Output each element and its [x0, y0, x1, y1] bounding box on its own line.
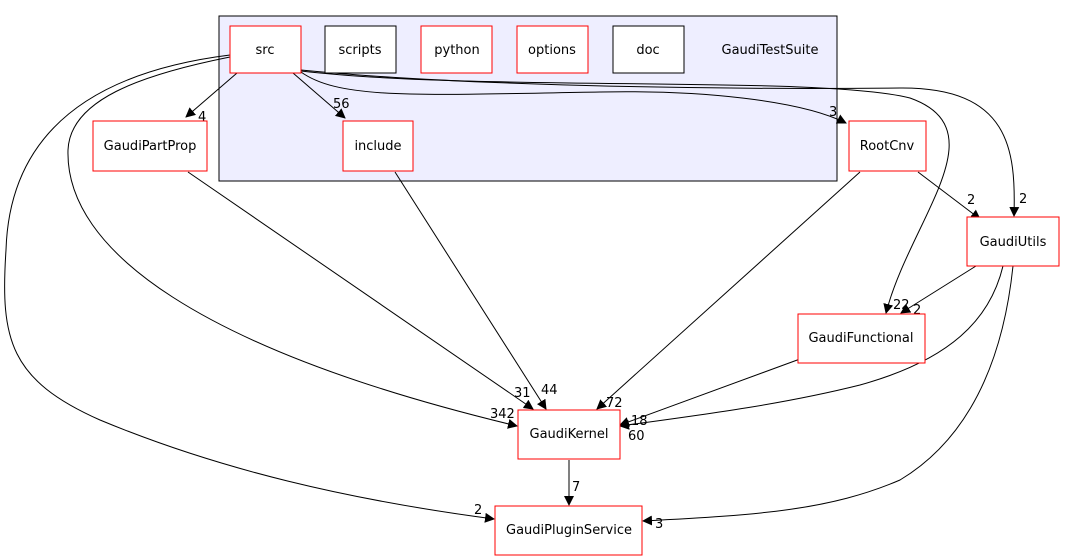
- edge-label-gaudiutils-gaudipluginservice: 3: [655, 517, 663, 532]
- node-gaudikernel[interactable]: GaudiKernel: [517, 409, 621, 460]
- node-python-box: [420, 25, 493, 74]
- node-options[interactable]: options: [516, 25, 589, 74]
- edge-label-src-include: 56: [333, 97, 350, 112]
- node-gaudiutils-label: GaudiUtils: [980, 235, 1047, 250]
- edge-label-gaudipartprop-gaudikernel: 31: [514, 386, 531, 401]
- node-gaudifunctional[interactable]: GaudiFunctional: [797, 313, 926, 364]
- node-include[interactable]: include: [342, 120, 414, 172]
- node-scripts-box: [324, 25, 397, 74]
- node-options-label: options: [528, 43, 576, 58]
- node-python-label: python: [434, 43, 479, 58]
- node-rootcnv-box: [848, 120, 927, 172]
- node-gaudiutils-box: [966, 216, 1060, 267]
- node-src-box: [229, 25, 302, 74]
- edge-label-src-gaudiutils: 2: [1019, 192, 1027, 207]
- edge-label-rootcnv-gaudiutils: 2: [967, 193, 975, 208]
- node-doc-label: doc: [636, 43, 659, 58]
- edge-label-src-gaudipartprop: 4: [198, 110, 206, 125]
- node-options-box: [516, 25, 589, 74]
- node-gaudipluginservice-box: [494, 505, 643, 556]
- node-doc[interactable]: doc: [612, 25, 685, 74]
- edge-label-gaudifunctional-gaudikernel: 18: [631, 414, 648, 429]
- edge-src-gaudipluginservice[interactable]: [4, 54, 495, 523]
- node-src[interactable]: src: [229, 25, 302, 74]
- node-gaudipluginservice-label: GaudiPluginService: [506, 523, 632, 538]
- edge-src-rootcnv[interactable]: [300, 71, 847, 124]
- node-doc-box: [612, 25, 685, 74]
- node-python[interactable]: python: [420, 25, 493, 74]
- edge-label-gaudiutils-gaudifunctional: 2: [913, 303, 921, 318]
- node-rootcnv-label: RootCnv: [860, 139, 915, 154]
- edge-gaudifunctional-gaudikernel[interactable]: [619, 358, 801, 427]
- edge-label-rootcnv-gaudikernel: 72: [606, 396, 623, 411]
- node-src-label: src: [256, 43, 275, 58]
- node-gaudipluginservice[interactable]: GaudiPluginService: [494, 505, 643, 556]
- node-gaudikernel-label: GaudiKernel: [530, 427, 609, 442]
- edge-src-gaudikernel[interactable]: [67, 56, 518, 429]
- edge-gaudiutils-gaudipluginservice[interactable]: [642, 265, 1014, 526]
- edge-label-src-gaudifunctional: 22: [893, 298, 910, 313]
- node-scripts[interactable]: scripts: [324, 25, 397, 74]
- edges: 4 56 3 2 22 342 2 31 44 72 2 2 60 3 18 7: [4, 54, 1027, 532]
- edge-src-include[interactable]: [292, 72, 346, 119]
- cluster-label: GaudiTestSuite: [722, 43, 819, 58]
- edge-gaudiutils-gaudifunctional[interactable]: [900, 265, 977, 314]
- node-include-box: [342, 120, 414, 172]
- node-gaudiutils[interactable]: GaudiUtils: [966, 216, 1060, 267]
- edge-label-src-rootcnv: 3: [829, 105, 837, 120]
- edge-label-gaudikernel-gaudipluginservice: 7: [572, 480, 580, 495]
- edge-gaudipartprop-gaudikernel[interactable]: [187, 171, 534, 410]
- edge-label-src-gaudipluginservice: 2: [474, 503, 482, 518]
- edge-gaudiutils-gaudikernel[interactable]: [619, 265, 1004, 430]
- edge-src-gaudipartprop[interactable]: [185, 72, 238, 118]
- node-scripts-label: scripts: [339, 43, 382, 58]
- nodes: src scripts python options doc include G…: [92, 25, 1060, 556]
- edge-rootcnv-gaudikernel[interactable]: [596, 171, 861, 410]
- node-gaudipartprop-label: GaudiPartProp: [104, 139, 197, 154]
- edge-include-gaudikernel[interactable]: [394, 171, 547, 410]
- node-rootcnv[interactable]: RootCnv: [848, 120, 927, 172]
- edge-label-gaudiutils-gaudikernel: 60: [628, 429, 645, 444]
- edge-rootcnv-gaudiutils[interactable]: [917, 171, 981, 220]
- node-gaudifunctional-box: [797, 313, 926, 364]
- edge-label-src-gaudikernel: 342: [490, 407, 515, 422]
- edge-label-include-gaudikernel: 44: [541, 383, 558, 398]
- node-gaudipartprop-box: [92, 120, 208, 172]
- node-gaudifunctional-label: GaudiFunctional: [808, 331, 913, 346]
- edge-src-gaudifunctional[interactable]: [300, 70, 950, 314]
- node-gaudipartprop[interactable]: GaudiPartProp: [92, 120, 208, 172]
- node-include-label: include: [354, 139, 401, 154]
- node-gaudikernel-box: [517, 409, 621, 460]
